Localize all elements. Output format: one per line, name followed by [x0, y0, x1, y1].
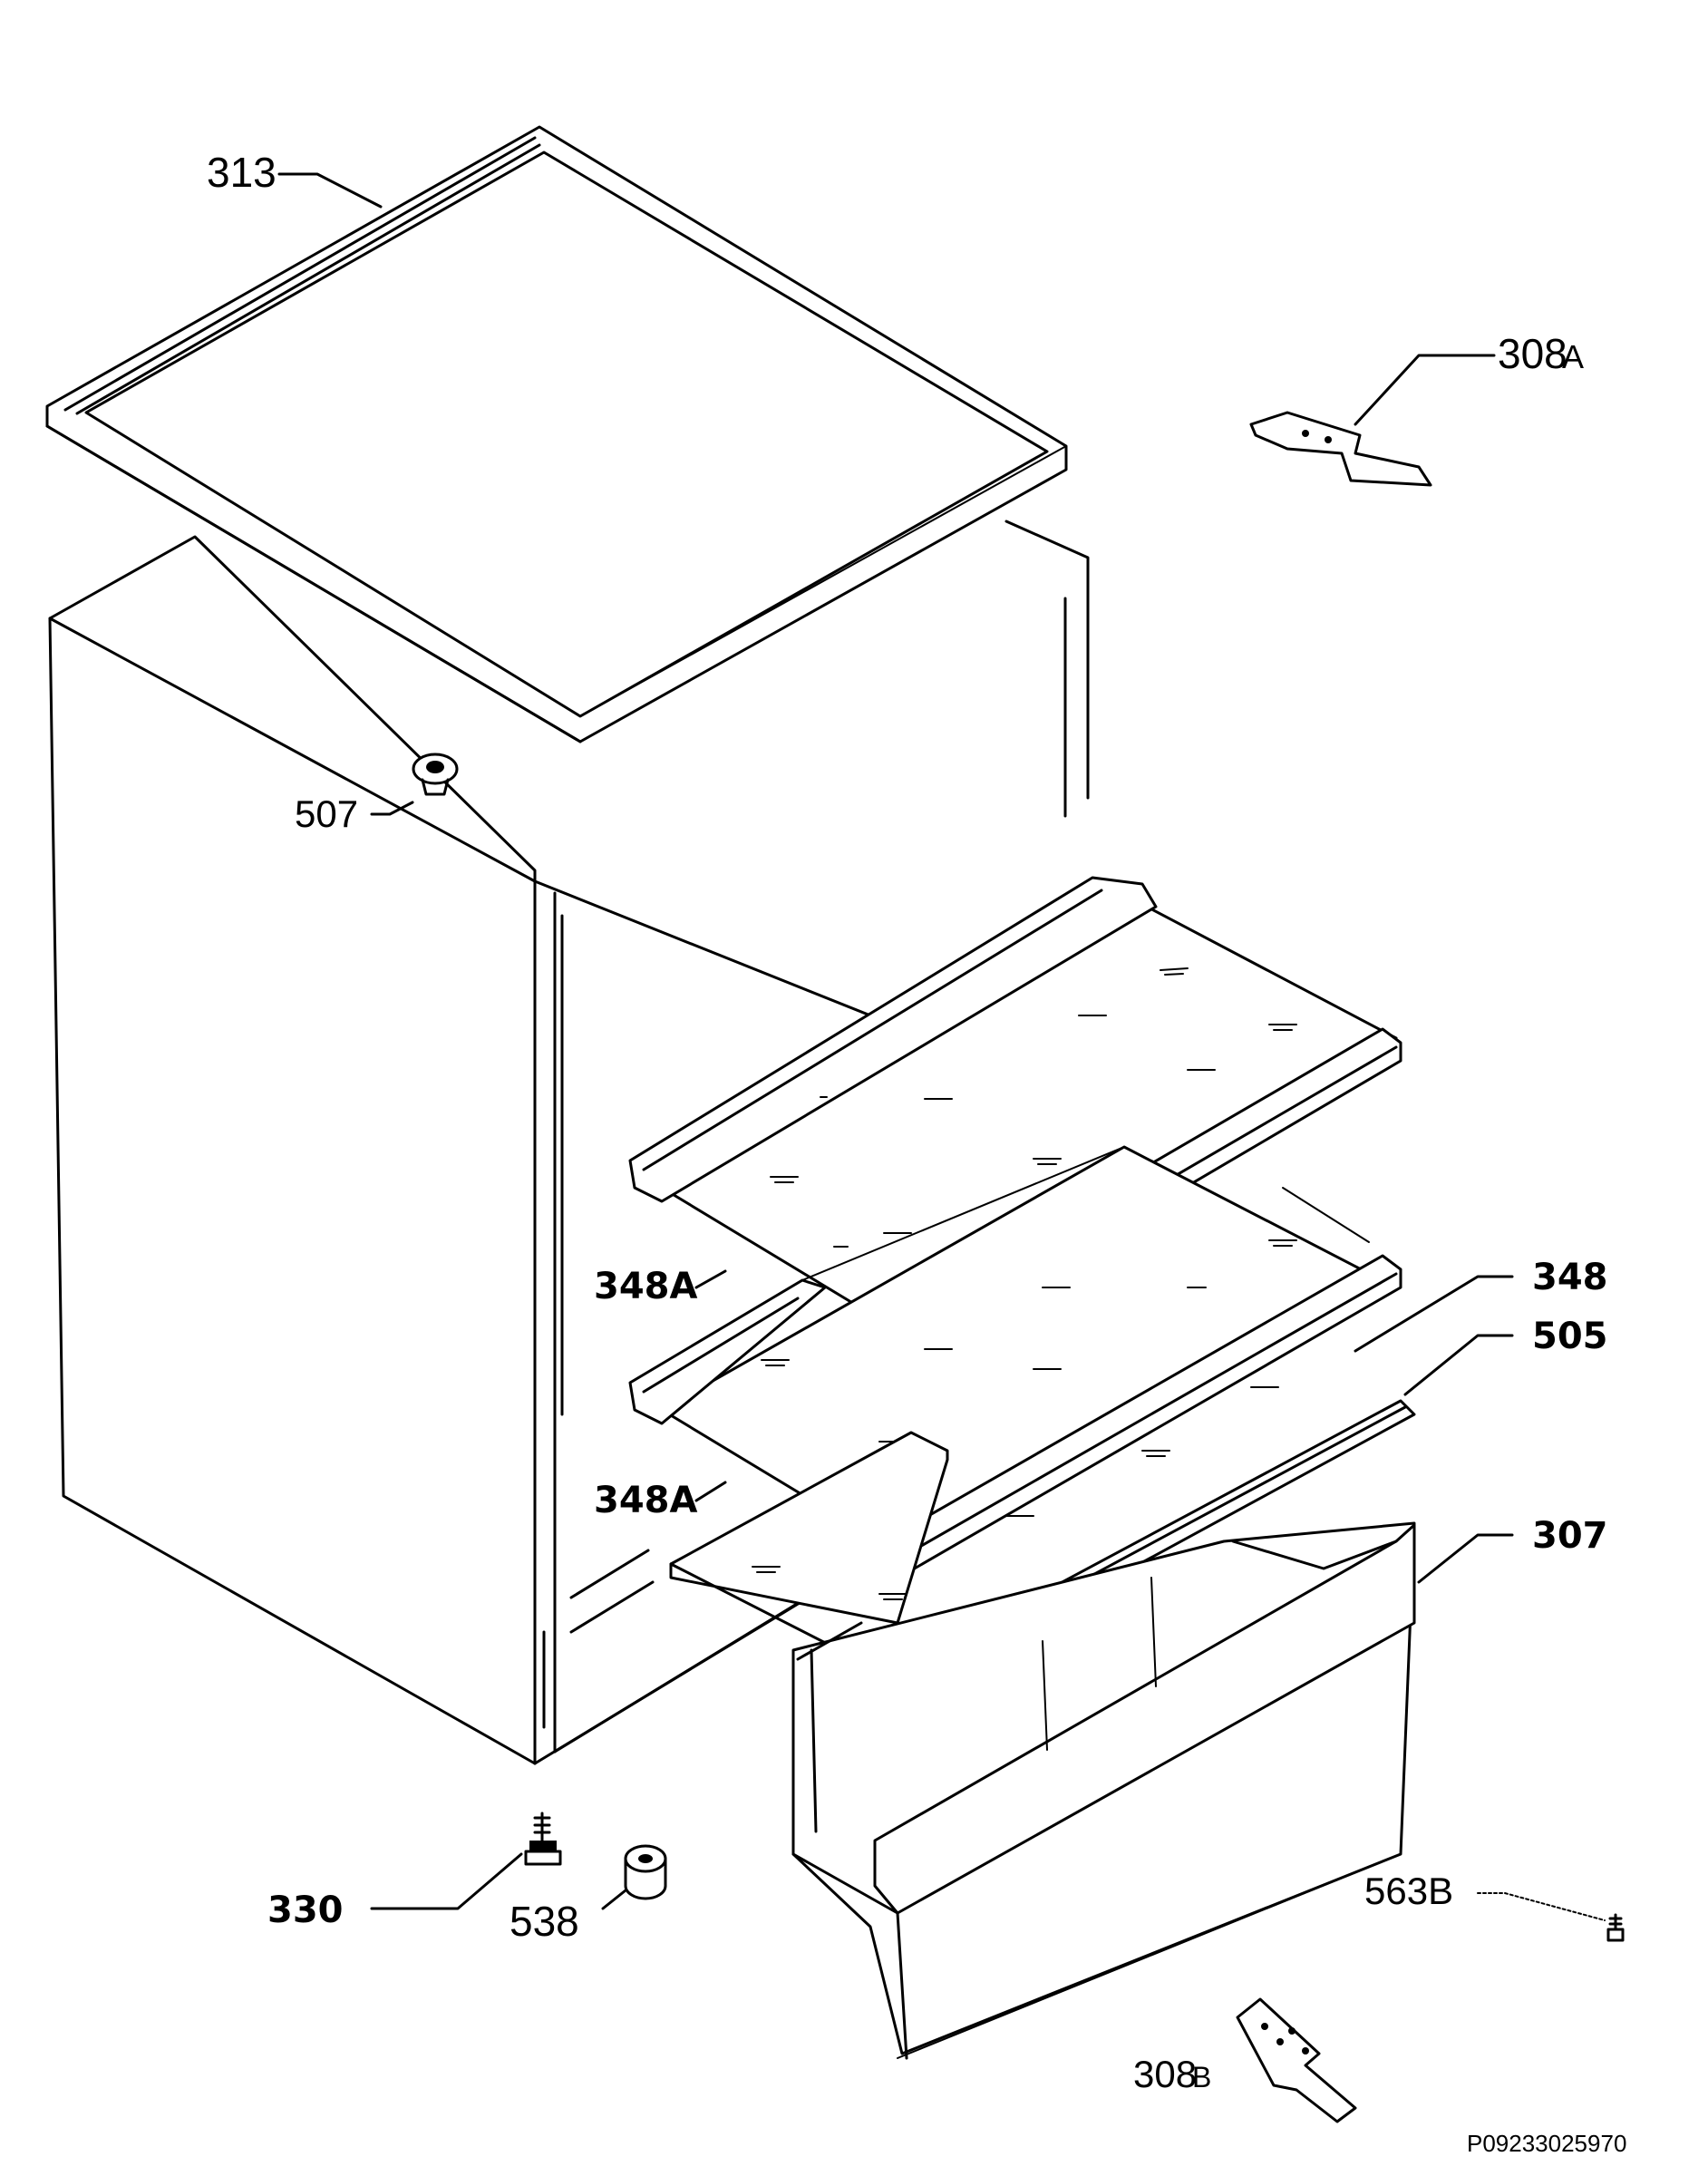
label-308a-suffix: A: [1562, 338, 1584, 375]
label-348a-lower: 348A: [594, 1480, 697, 1521]
label-313: 313: [207, 149, 277, 196]
label-330: 330: [267, 1889, 344, 1931]
part-313-worktop: [45, 125, 1068, 743]
label-308a: 308: [1498, 330, 1567, 377]
part-308a-hinge: [1249, 411, 1432, 487]
label-348a-upper: 348A: [594, 1266, 697, 1307]
reference-code: P09233025970: [1467, 2130, 1626, 2157]
label-538: 538: [509, 1898, 579, 1945]
part-330-foot-screw: [524, 1812, 562, 1866]
label-348: 348: [1532, 1257, 1608, 1298]
callout-labels: 313 308 A 507 348A 348 505 348A 307 330 …: [207, 149, 1626, 2157]
label-505: 505: [1532, 1316, 1608, 1357]
leader-lines: [277, 172, 1606, 1921]
label-308b-suffix: B: [1192, 2061, 1211, 2093]
label-308b: 308: [1133, 2053, 1197, 2095]
part-563b-screw: [1606, 1913, 1625, 1942]
label-507: 507: [295, 792, 358, 835]
part-307-drawer: [791, 1521, 1416, 2060]
label-307: 307: [1532, 1515, 1608, 1557]
label-563b: 563B: [1364, 1870, 1453, 1912]
part-308b-hinge: [1236, 1997, 1357, 2123]
part-507-cap: [412, 753, 459, 796]
part-538-spacer: [624, 1844, 667, 1900]
part-348a-lower-shelf: [628, 1145, 1402, 1575]
